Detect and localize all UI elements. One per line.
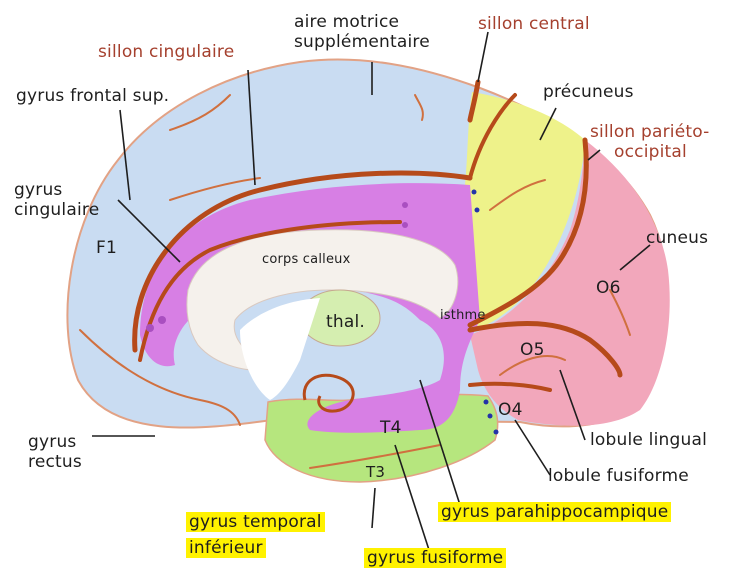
label-gyrus-parahippocampique: gyrus parahippocampique xyxy=(438,502,671,522)
label-thal: thal. xyxy=(326,312,365,332)
label-lobule-fusiforme: lobule fusiforme xyxy=(548,466,689,486)
label-sillon-cingulaire: sillon cingulaire xyxy=(98,42,234,62)
label-gyrus-temporal-inferieur: gyrus temporal inférieur xyxy=(186,512,325,558)
leader-sillon-central xyxy=(478,32,488,82)
label-sillon-parieto-occipital: sillon pariéto- occipital xyxy=(590,122,710,162)
label-gyrus-cingulaire-line1: gyrus xyxy=(14,180,99,200)
label-temporal-inf-line1: gyrus temporal xyxy=(186,512,325,532)
label-cuneus: cuneus xyxy=(646,228,708,248)
label-gyrus-rectus: gyrus rectus xyxy=(28,432,82,472)
label-o5: O5 xyxy=(520,340,545,360)
label-aire-motrice-line1: aire motrice xyxy=(294,12,430,32)
label-parieto-line1: sillon pariéto- xyxy=(590,122,710,142)
label-gyrus-rectus-line2: rectus xyxy=(28,452,82,472)
label-corps-calleux: corps calleux xyxy=(262,250,350,270)
label-t3: T3 xyxy=(366,462,385,482)
label-f1: F1 xyxy=(96,238,117,258)
label-parieto-line2: occipital xyxy=(590,142,710,162)
leader-temporal-inf xyxy=(372,488,375,528)
label-aire-motrice: aire motrice supplémentaire xyxy=(294,12,430,52)
label-gyrus-cingulaire-line2: cingulaire xyxy=(14,200,99,220)
label-gyrus-cingulaire: gyrus cingulaire xyxy=(14,180,99,220)
label-gyrus-frontal-sup: gyrus frontal sup. xyxy=(16,86,169,106)
label-gyrus-rectus-line1: gyrus xyxy=(28,432,82,452)
leader-fusiforme xyxy=(515,420,550,475)
label-sillon-central: sillon central xyxy=(478,14,590,34)
label-gyrus-fusiforme: gyrus fusiforme xyxy=(364,548,506,568)
label-o6: O6 xyxy=(596,278,621,298)
label-o4: O4 xyxy=(498,400,523,420)
label-lobule-lingual: lobule lingual xyxy=(590,430,707,450)
label-temporal-inf-line2: inférieur xyxy=(186,538,266,558)
label-precuneus: précuneus xyxy=(543,82,634,102)
label-aire-motrice-line2: supplémentaire xyxy=(294,32,430,52)
label-isthme: isthme xyxy=(440,306,486,326)
label-t4: T4 xyxy=(380,418,402,438)
